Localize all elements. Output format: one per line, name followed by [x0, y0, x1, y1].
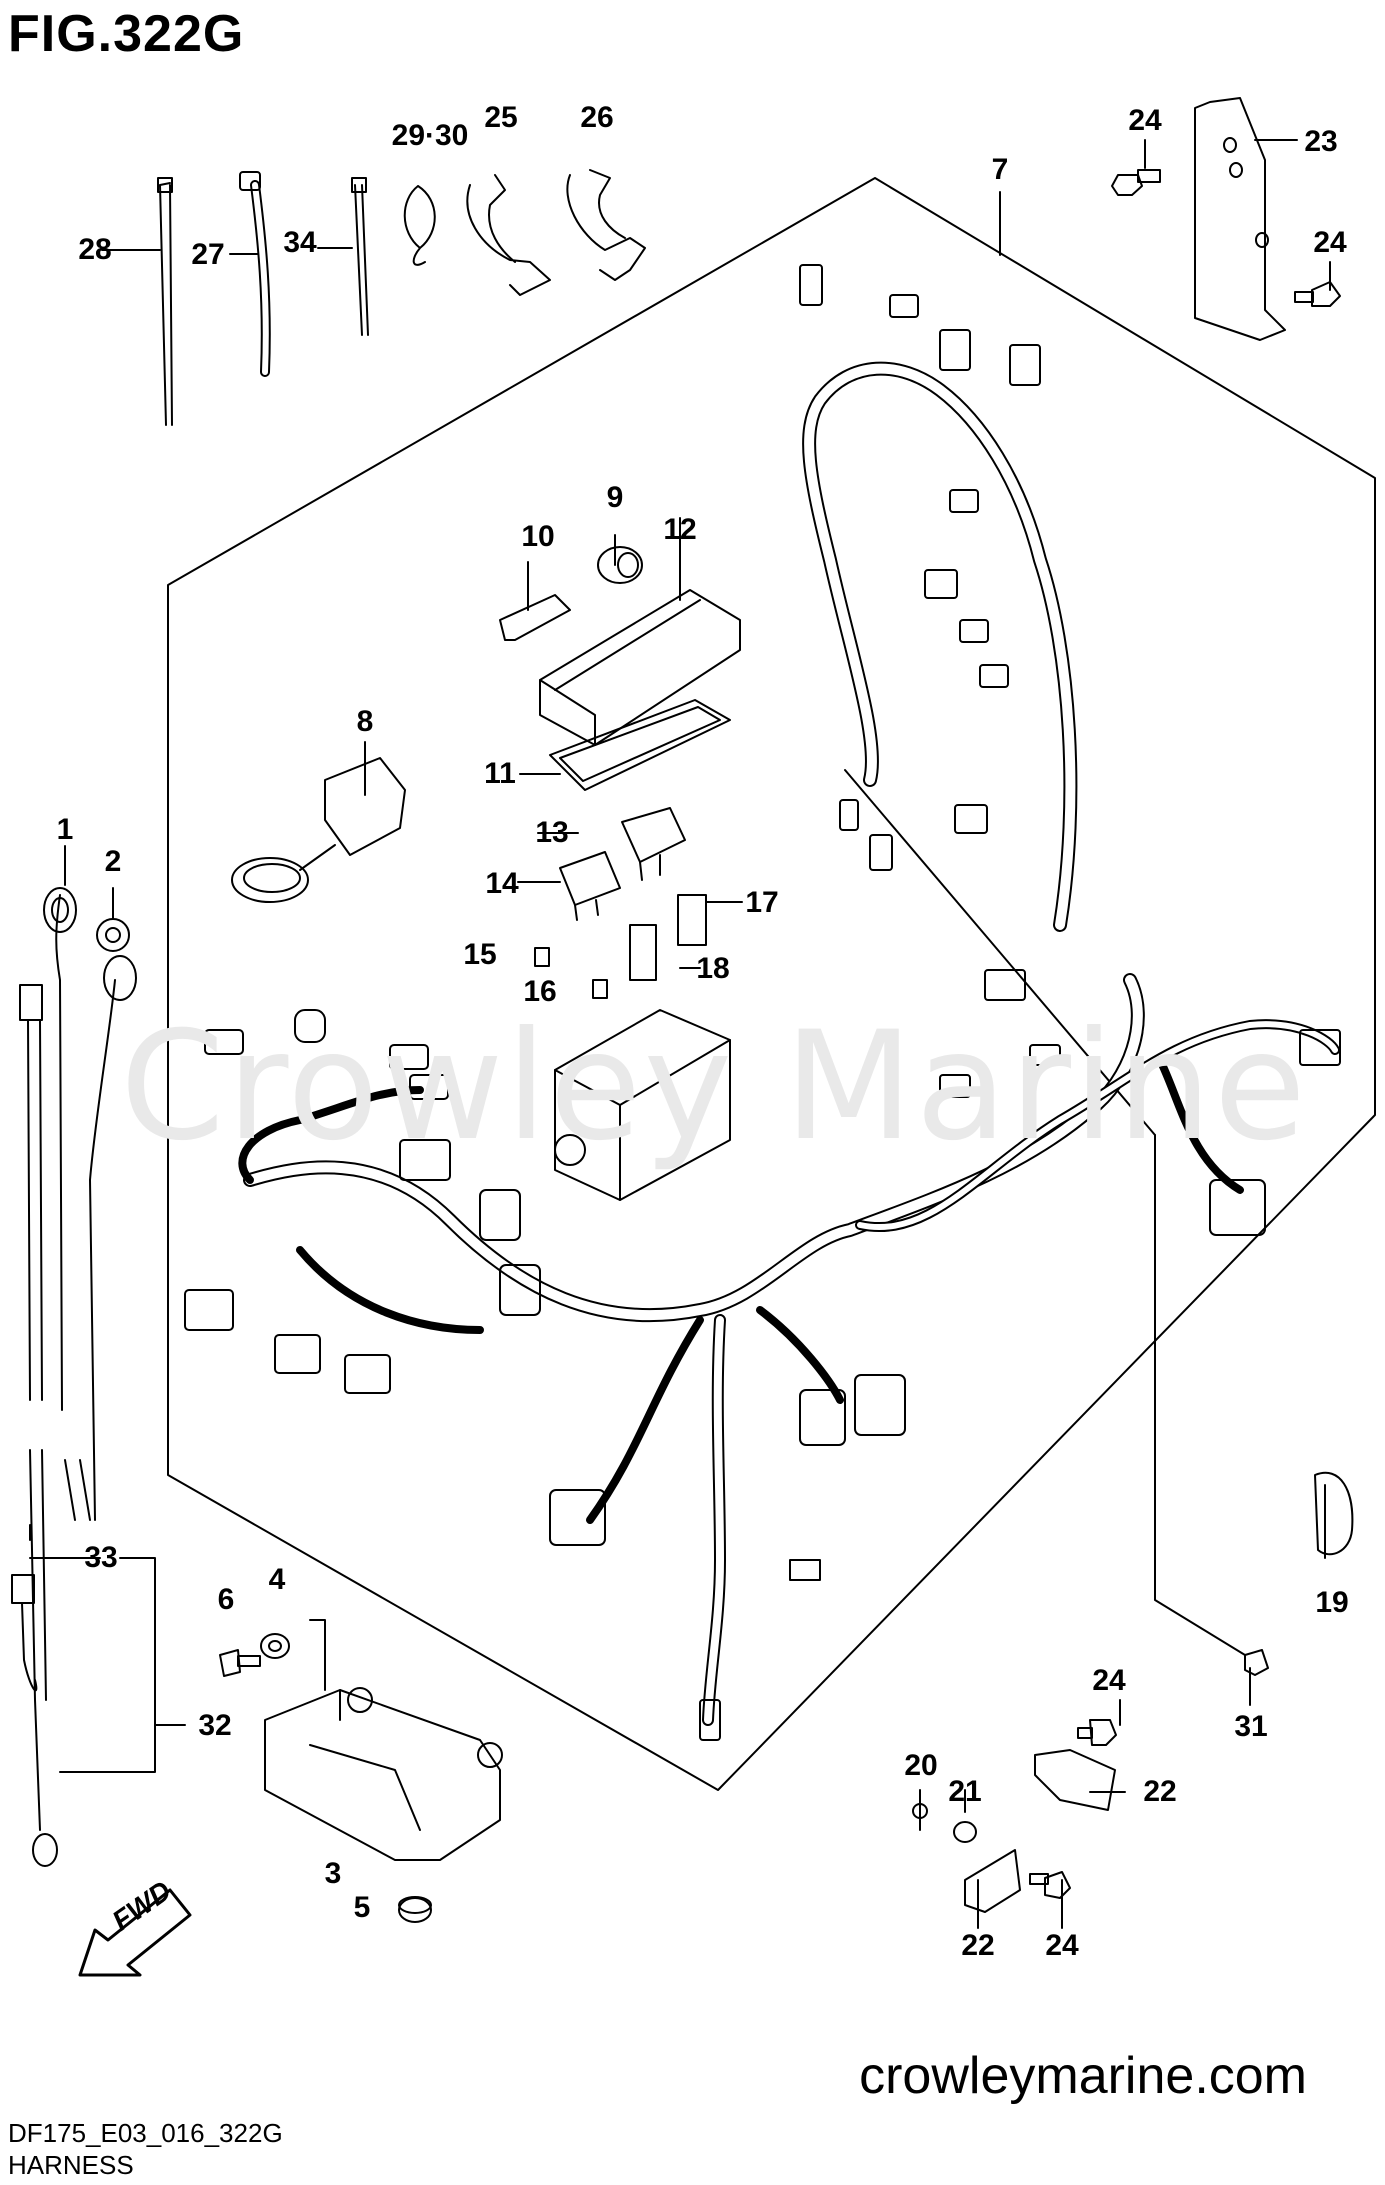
nut-2	[97, 919, 129, 951]
callout-29-30: 29·30	[391, 119, 469, 152]
callout-22-bottom: 22	[961, 1929, 995, 1962]
callout-9: 9	[606, 481, 624, 514]
callout-33: 33	[84, 1541, 118, 1574]
callout-23: 23	[1304, 125, 1338, 158]
callout-6: 6	[217, 1583, 235, 1616]
fuse-box-12	[540, 590, 740, 745]
callout-21: 21	[948, 1775, 982, 1808]
callout-7: 7	[991, 153, 1009, 186]
website-label: crowleymarine.com	[859, 2047, 1307, 2105]
callout-11: 11	[484, 757, 516, 790]
callout-1: 1	[56, 813, 74, 846]
callout-25: 25	[484, 101, 518, 134]
callout-18: 18	[696, 952, 730, 985]
callout-24-bottom: 24	[1045, 1929, 1079, 1962]
cable-tie-34	[355, 185, 368, 335]
harness-assembly-frame	[168, 178, 1375, 1790]
fuse-17	[678, 895, 706, 945]
figure-title: FIG.322G	[8, 5, 245, 63]
callout-13: 13	[535, 816, 569, 849]
bracket-22-right	[1035, 1750, 1115, 1810]
collar-21	[954, 1822, 976, 1842]
callout-15: 15	[463, 938, 497, 971]
callout-28: 28	[78, 233, 112, 266]
callout-2: 2	[104, 845, 122, 878]
figure-code: DF175_E03_016_322G	[8, 2118, 283, 2148]
junction-box	[555, 1010, 730, 1200]
callout-5: 5	[353, 1891, 371, 1924]
clamp-26	[567, 170, 645, 280]
callout-16: 16	[523, 975, 557, 1008]
grommet-9	[598, 547, 642, 583]
washer-20	[913, 1804, 927, 1818]
fwd-arrow	[80, 1890, 190, 1975]
callout-4: 4	[268, 1563, 286, 1596]
bracket-22-bottom	[965, 1850, 1020, 1912]
fuse-15	[535, 948, 549, 966]
clamp-25	[467, 175, 550, 295]
fuse-18	[630, 925, 656, 980]
gasket-11	[550, 700, 730, 790]
callout-22-right: 22	[1143, 1775, 1177, 1808]
callout-26: 26	[580, 101, 614, 134]
screw-6	[220, 1650, 260, 1676]
relay-14	[560, 852, 620, 920]
clip-10	[500, 595, 570, 640]
relay-13	[622, 808, 685, 880]
bracket-23	[1195, 98, 1285, 340]
washer-4	[261, 1634, 289, 1658]
bolt-24-bottom	[1030, 1872, 1070, 1898]
callout-27: 27	[191, 238, 225, 271]
bolt-24-lower	[1078, 1720, 1116, 1745]
callout-3: 3	[324, 1857, 342, 1890]
callout-24-lower: 24	[1092, 1664, 1126, 1697]
figure-caption: HARNESS	[8, 2150, 134, 2180]
bolt-24-top	[1112, 170, 1160, 195]
cable-tie-28	[160, 183, 172, 425]
callout-14: 14	[485, 867, 519, 900]
callout-24-right: 24	[1313, 226, 1347, 259]
callout-10: 10	[521, 520, 555, 553]
fuse-16	[593, 980, 607, 998]
battery-cable-1	[56, 895, 62, 1410]
callout-12: 12	[663, 513, 697, 546]
grommet-8	[232, 758, 405, 902]
callout-31: 31	[1234, 1710, 1268, 1743]
grommet-19	[1315, 1473, 1352, 1554]
callout-24-top: 24	[1128, 104, 1162, 137]
bracket-3	[265, 1620, 502, 1860]
callout-8: 8	[356, 705, 374, 738]
callout-19: 19	[1315, 1586, 1349, 1619]
callout-34: 34	[283, 226, 317, 259]
callout-32: 32	[198, 1709, 232, 1742]
callout-20: 20	[904, 1749, 938, 1782]
watermark-text: Crowley Marine	[120, 1000, 1309, 1174]
callout-17: 17	[745, 886, 779, 919]
clamp-29-30	[405, 186, 435, 265]
bolt-24-right	[1295, 282, 1340, 306]
screw-31	[1245, 1650, 1268, 1675]
